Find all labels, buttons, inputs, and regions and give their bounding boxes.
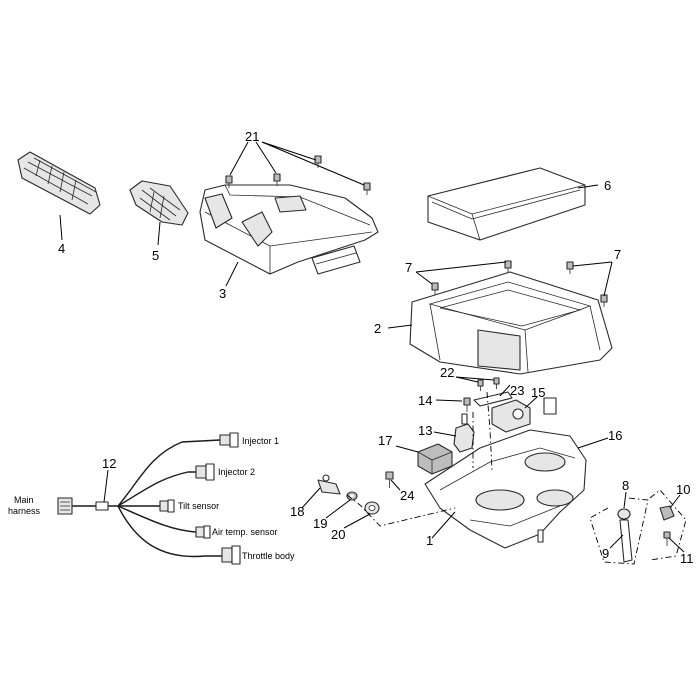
callout-22: 22: [440, 365, 454, 380]
callout-2: 2: [374, 321, 381, 336]
screw-21b: [273, 173, 281, 186]
part-23-bracket-plate: [473, 391, 513, 407]
callout-10: 10: [676, 482, 690, 497]
callout-3: 3: [219, 286, 226, 301]
assembly-dashed-lines: [346, 391, 687, 565]
screw-22b: [493, 377, 500, 389]
callout-14: 14: [418, 393, 432, 408]
injector-2-connector: [195, 463, 215, 481]
main-harness-label-line2: harness: [8, 506, 41, 516]
part-12-wiring-harness: [57, 432, 241, 565]
part-7-screws: [431, 260, 608, 307]
air-temp-sensor-label: Air temp. sensor: [212, 527, 278, 537]
callout-17: 17: [378, 433, 392, 448]
part-10-clip: [659, 505, 675, 521]
part-18-fitting: [317, 474, 341, 495]
callout-23: 23: [510, 383, 524, 398]
part-3-airbox-lid: [199, 184, 379, 275]
part-11-screw: [663, 531, 671, 546]
screw-21a: [225, 175, 233, 188]
callout-11: 11: [680, 551, 694, 566]
part-6-air-filter: [427, 167, 586, 241]
callout-7-right: 7: [614, 247, 621, 262]
callout-13: 13: [418, 423, 432, 438]
part-15-mount-block: [491, 397, 557, 433]
main-harness-label-line1: Main: [14, 495, 34, 505]
part-16-lower-tray: [424, 429, 587, 549]
callout-12: 12: [102, 456, 116, 471]
part-17-relay: [417, 443, 453, 475]
part-21-screws: [225, 155, 371, 195]
part-22-screws: [477, 377, 500, 391]
part-14-screw: [463, 397, 471, 412]
throttle-body-connector: [221, 545, 241, 565]
part-9-hose: [619, 519, 633, 563]
air-temp-sensor-connector: [195, 525, 211, 539]
part-8-clamp: [617, 508, 631, 520]
injector-1-connector: [219, 432, 239, 448]
callout-5: 5: [152, 248, 159, 263]
screw-7c: [566, 261, 574, 274]
callout-labels: 4 5 3 21 6 7 7 2 22 23 15 14 13 17 16 24…: [58, 129, 694, 566]
screw-7d: [600, 294, 608, 307]
screw-21d: [363, 182, 371, 195]
callout-4: 4: [58, 241, 65, 256]
tilt-sensor-connector: [159, 499, 175, 513]
harness-sleeve: [95, 501, 109, 511]
callout-1: 1: [426, 533, 433, 548]
callout-18: 18: [290, 504, 304, 519]
leader-lines: [59, 141, 685, 553]
part-13-sensor: [453, 413, 475, 453]
part-4-intake-snorkel: [17, 151, 101, 215]
screw-22a: [477, 379, 484, 391]
part-24-screw: [385, 471, 394, 488]
callout-21: 21: [245, 129, 259, 144]
screw-7a: [431, 282, 439, 295]
part-20-nut: [364, 501, 380, 515]
injector-2-label: Injector 2: [218, 467, 255, 477]
callout-15: 15: [531, 385, 545, 400]
callout-6: 6: [604, 178, 611, 193]
part-2-filter-housing: [409, 271, 613, 375]
callout-8: 8: [622, 478, 629, 493]
part-5-grille: [129, 180, 189, 226]
part-19-washer: [346, 491, 358, 501]
callout-20: 20: [331, 527, 345, 542]
injector-1-label: Injector 1: [242, 436, 279, 446]
callout-16: 16: [608, 428, 622, 443]
callout-7-left: 7: [405, 260, 412, 275]
throttle-body-label: Throttle body: [242, 551, 295, 561]
harness-labels: Main harness Injector 1 Injector 2 Tilt …: [8, 436, 295, 561]
callout-24: 24: [400, 488, 414, 503]
callout-19: 19: [313, 516, 327, 531]
screw-7b: [504, 260, 512, 273]
main-harness-connector: [57, 497, 73, 515]
callout-9: 9: [602, 546, 609, 561]
tilt-sensor-label: Tilt sensor: [178, 501, 219, 511]
